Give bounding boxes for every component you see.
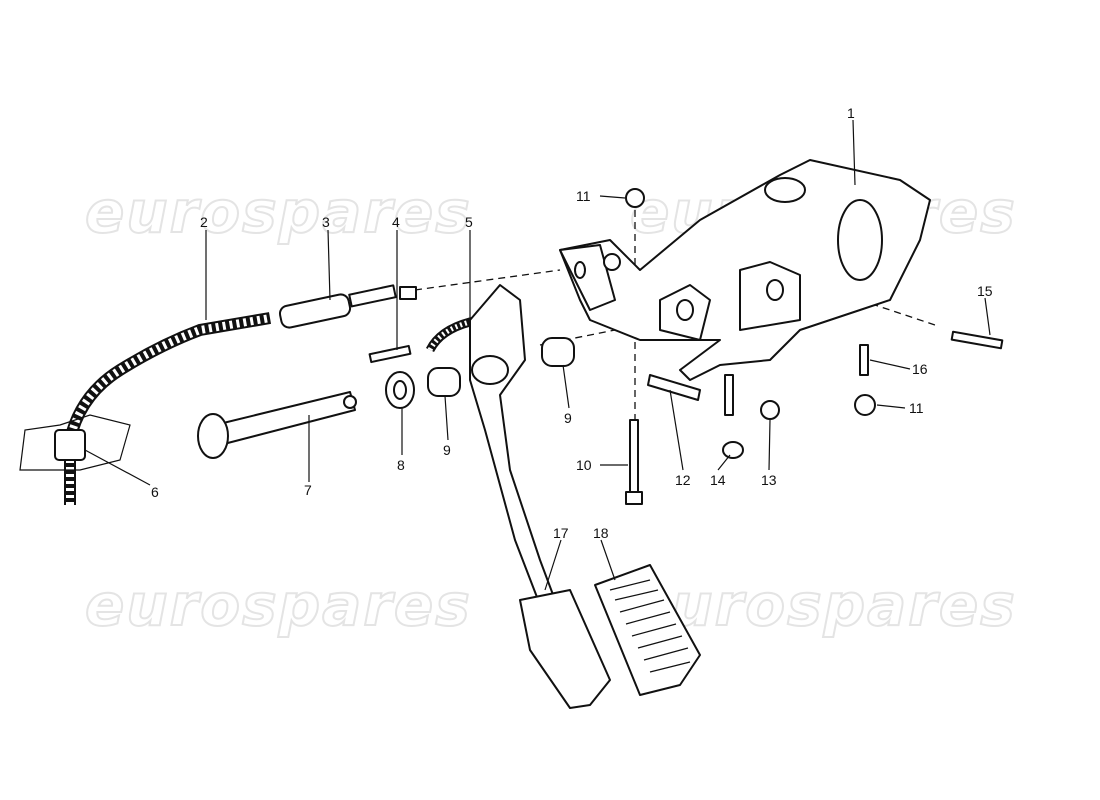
callout-4: 4 (392, 214, 400, 230)
callout-11: 11 (909, 400, 924, 416)
leader-lines (84, 119, 991, 591)
part-17-clutch-pedal (469, 284, 611, 709)
assembly-lines (414, 210, 936, 500)
callout-16: 16 (912, 361, 928, 377)
callout-3: 3 (322, 214, 330, 230)
callout-5: 5 (465, 214, 473, 230)
part-16-stud (859, 344, 869, 376)
part-11-nut (854, 394, 876, 416)
callout-1: 1 (847, 105, 855, 121)
part-14-stud (724, 374, 734, 416)
part-12-screw (647, 374, 701, 401)
callout-18: 18 (593, 525, 609, 541)
part-9-bushing (541, 337, 575, 367)
callout-14: 14 (710, 472, 726, 488)
callout-12: 12 (675, 472, 691, 488)
part-18-pedal-pad (594, 564, 701, 696)
part-9-bushing (427, 367, 461, 397)
callout-6: 6 (151, 484, 159, 500)
callout-8: 8 (397, 457, 405, 473)
part-15-pin (950, 330, 1004, 350)
callout-15: 15 (977, 283, 993, 299)
callout-9: 9 (564, 410, 572, 426)
part-11-nut (625, 188, 645, 208)
callout-7: 7 (304, 482, 312, 498)
part-10-bolt (629, 419, 639, 496)
watermark: eurospares (85, 178, 472, 246)
callout-2: 2 (200, 214, 208, 230)
part-8-washer (385, 371, 415, 409)
callout-13: 13 (761, 472, 777, 488)
pedal-bracket (559, 159, 931, 381)
callout-10: 10 (576, 457, 592, 473)
part-7-pivot-shaft (197, 391, 357, 459)
callout-11: 11 (576, 188, 591, 204)
callout-17: 17 (553, 525, 569, 541)
callout-labels: 1 2 3 4 5 6 7 8 9 9 10 11 11 12 13 14 15… (151, 105, 993, 541)
watermark: eurospares (630, 571, 1017, 639)
part-13-nut (760, 400, 780, 420)
callout-9: 9 (443, 442, 451, 458)
clutch-cable (19, 284, 417, 505)
part-10-bolt-head (625, 491, 643, 505)
watermark: eurospares (85, 571, 472, 639)
part-14-nut (722, 441, 744, 459)
part-4-pin (368, 344, 412, 364)
